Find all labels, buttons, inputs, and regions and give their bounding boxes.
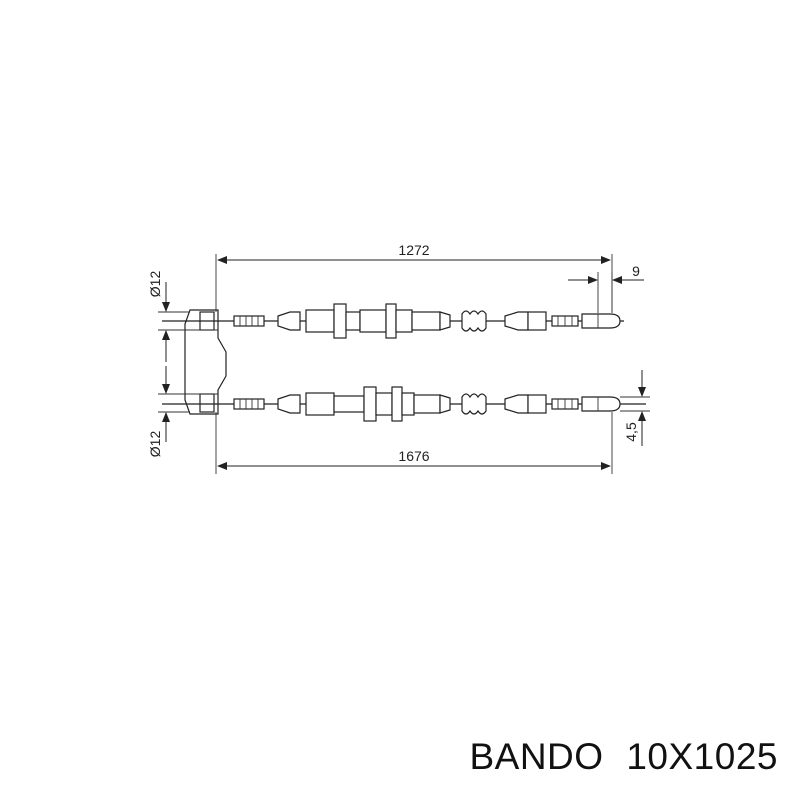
dimension-label-end-diameter: 4,5	[623, 422, 639, 442]
dimension-end-diameter: 4,5	[620, 370, 650, 446]
dimension-label-lower: 1676	[398, 448, 429, 464]
dimension-label-diameter-upper: Ø12	[147, 271, 163, 298]
upper-cable	[162, 303, 624, 339]
dimension-end-offset: 9	[568, 263, 644, 313]
dimension-length-lower: 1676	[217, 412, 613, 474]
dimension-label-end-offset: 9	[632, 263, 640, 279]
dimension-label-upper: 1272	[398, 242, 429, 258]
product-caption: BANDO 10X1025	[469, 736, 778, 778]
part-number: 10X1025	[626, 736, 778, 777]
dimension-diameter-lower: Ø12	[147, 366, 190, 457]
dimension-length-upper: 1272	[217, 242, 613, 312]
dimension-diameter-upper: Ø12	[147, 271, 190, 362]
equalizer-bracket	[184, 309, 227, 415]
dimension-label-diameter-lower: Ø12	[147, 431, 163, 458]
brand-name: BANDO	[469, 736, 604, 777]
lower-cable	[162, 386, 646, 422]
